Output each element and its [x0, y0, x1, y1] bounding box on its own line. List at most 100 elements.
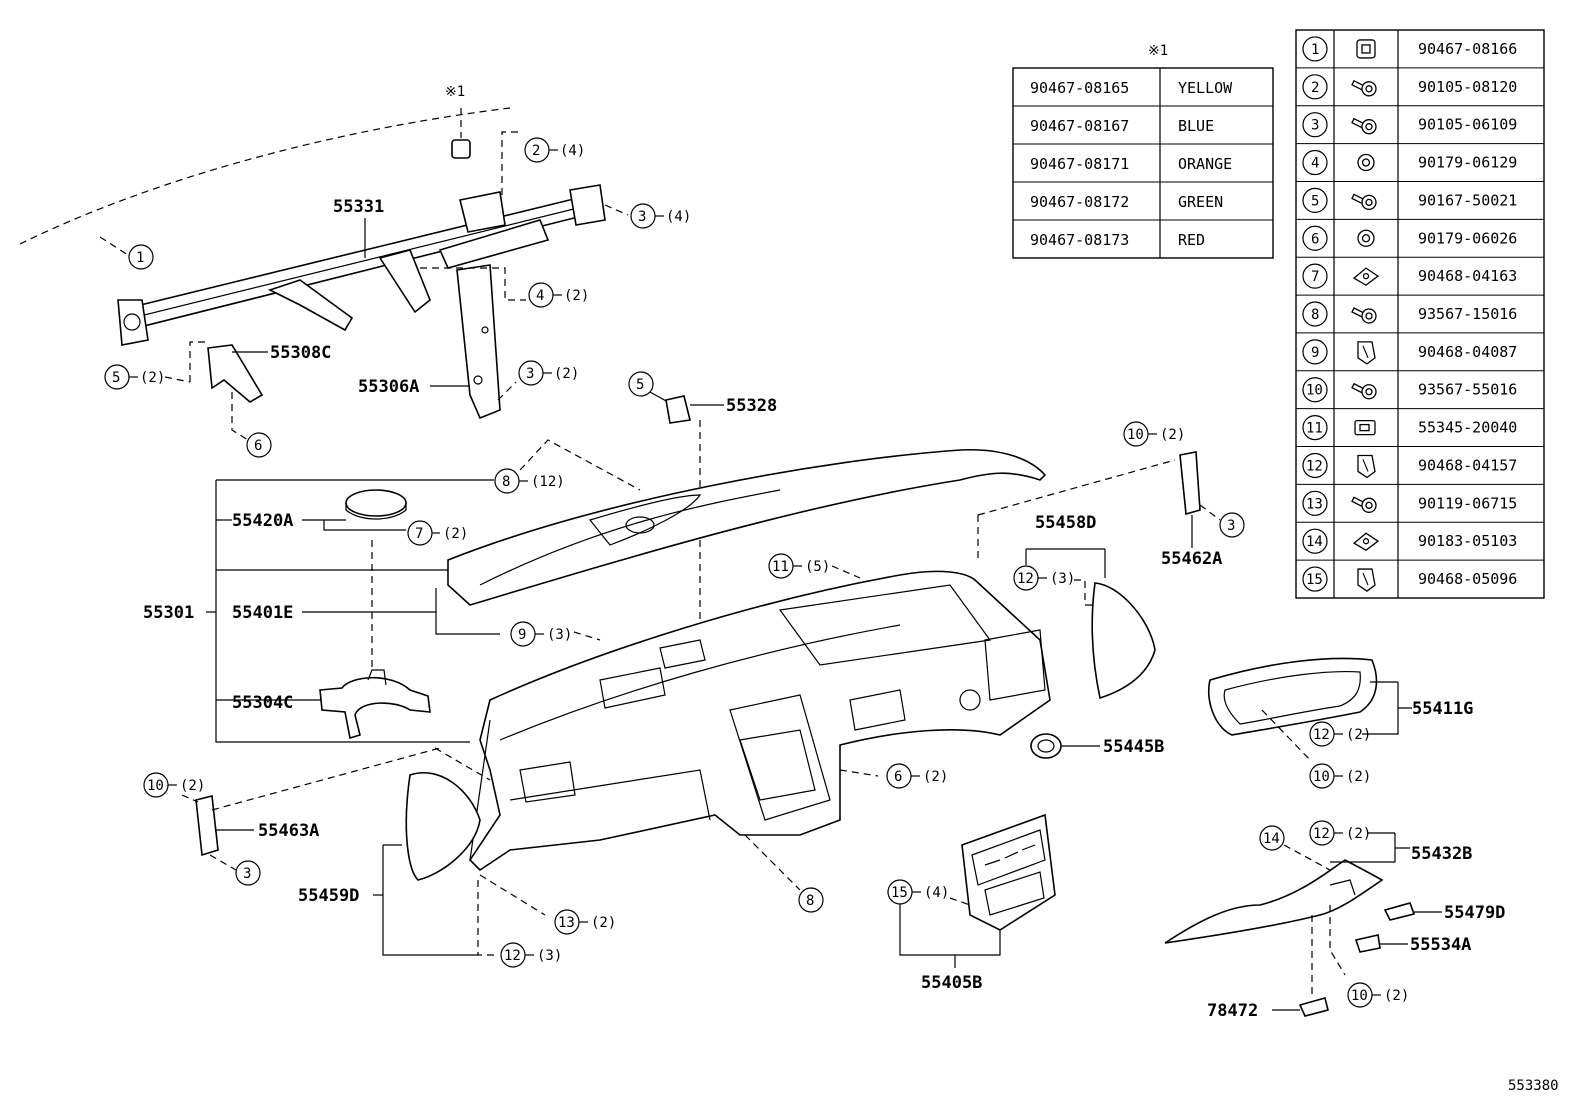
- color-table-part: 90467-08173: [1030, 231, 1129, 249]
- leader: [604, 204, 629, 216]
- color-table-color: BLUE: [1178, 117, 1214, 135]
- upper-panel-55401E: [447, 448, 1047, 606]
- svg-text:(2): (2): [1346, 826, 1371, 842]
- leader: [99, 236, 129, 256]
- bolt-icon: [1351, 307, 1377, 324]
- fastener-part: 90105-06109: [1418, 116, 1517, 134]
- windshield-line: [19, 107, 511, 245]
- fastener-num: 5: [1311, 193, 1319, 209]
- svg-text:14: 14: [1263, 831, 1280, 847]
- svg-text:(2): (2): [140, 370, 165, 386]
- leader: [501, 131, 522, 195]
- clip-square-icon: [451, 139, 471, 159]
- fastener-part: 90167-50021: [1418, 191, 1517, 209]
- callout-5b: [628, 371, 654, 397]
- part-label-55411G: 55411G: [1412, 699, 1473, 719]
- leader: [420, 267, 526, 301]
- bolt-icon: [1351, 193, 1377, 211]
- fastener-num: 12: [1306, 458, 1323, 474]
- bolt-icon: [1351, 79, 1377, 97]
- clip-55328: [665, 395, 691, 424]
- svg-text:9: 9: [518, 627, 526, 643]
- fastener-callout: [1302, 566, 1328, 592]
- part-label-55534A: 55534A: [1410, 935, 1471, 955]
- svg-text:10: 10: [1313, 769, 1330, 785]
- fastener-num: 10: [1306, 383, 1323, 399]
- fastener-num: 14: [1306, 534, 1323, 550]
- bolt-icon: [1351, 117, 1377, 135]
- fastener-part: 90179-06129: [1418, 154, 1517, 172]
- fastener-num: 4: [1311, 156, 1319, 172]
- group-bracket: [215, 479, 494, 743]
- clip-flat-icon: [1352, 267, 1380, 286]
- fastener-callout: [1302, 339, 1328, 365]
- callout-14: [1259, 825, 1285, 851]
- part-label-55420A: 55420A: [232, 511, 293, 531]
- callout-8b: [798, 887, 824, 913]
- fastener-part: 55345-20040: [1418, 419, 1517, 437]
- svg-text:13: 13: [558, 915, 575, 931]
- fastener-num: 6: [1311, 231, 1319, 247]
- bolt-icon: [1351, 382, 1377, 400]
- clip-fold-icon: [1357, 454, 1376, 479]
- fastener-num: 9: [1311, 345, 1319, 361]
- callout-3c: [235, 860, 261, 886]
- part-label-55401E: 55401E: [232, 603, 293, 623]
- svg-text:2: 2: [532, 143, 540, 159]
- svg-text:(2): (2): [1384, 988, 1409, 1004]
- clip-box-icon: [1354, 419, 1376, 436]
- clip-fold-icon: [1357, 568, 1376, 592]
- fastener-callout: [1302, 528, 1328, 554]
- part-label-55405B: 55405B: [921, 973, 982, 993]
- side-panel-55459D: [405, 772, 481, 881]
- fastener-part: 90467-08166: [1418, 40, 1517, 58]
- part-label-55328: 55328: [726, 396, 777, 416]
- clip-flat-icon: [1352, 532, 1380, 551]
- instrument-panel-main: [468, 570, 1051, 872]
- part-label-55432B: 55432B: [1411, 844, 1472, 864]
- fastener-part: 90183-05103: [1418, 532, 1517, 550]
- part-label-55331: 55331: [333, 197, 384, 217]
- svg-text:5: 5: [112, 370, 120, 386]
- svg-text:(4): (4): [666, 209, 691, 225]
- svg-text:10: 10: [1127, 427, 1144, 443]
- svg-text:12: 12: [1017, 571, 1034, 587]
- callout-1: [128, 244, 154, 270]
- svg-text:(4): (4): [560, 143, 585, 159]
- fastener-callout: [1302, 112, 1328, 138]
- leader: [649, 391, 669, 403]
- cover-55420A: [345, 489, 407, 517]
- side-panel-55458D: [1091, 582, 1156, 700]
- fastener-part: 90468-04163: [1418, 267, 1517, 285]
- fastener-table: 1 90467-08166 2 90105-08120 3 90105-06109 4 901…: [1295, 29, 1545, 599]
- fastener-callout: [1302, 301, 1328, 327]
- part-label-55458D: 55458D: [1035, 513, 1096, 533]
- part-label-55463A: 55463A: [258, 821, 319, 841]
- fastener-num: 3: [1311, 118, 1319, 134]
- fastener-callout: [1302, 74, 1328, 100]
- bracket-55462A: [1179, 451, 1201, 516]
- fastener-num: 1: [1311, 42, 1319, 58]
- cover-55534A: [1354, 934, 1381, 953]
- fastener-callout: [1302, 36, 1328, 62]
- part-label-55301: 55301: [143, 603, 194, 623]
- svg-text:6: 6: [254, 438, 262, 454]
- footer-code: 553380: [1508, 1078, 1559, 1094]
- note-mark-table-label: ※1: [1148, 43, 1168, 59]
- part-label-55479D: 55479D: [1444, 903, 1505, 923]
- color-table-part: 90467-08172: [1030, 193, 1129, 211]
- clip-square-icon: [1356, 39, 1376, 59]
- fastener-callout: [1302, 377, 1328, 403]
- fastener-num: 2: [1311, 80, 1319, 96]
- svg-text:3: 3: [243, 866, 251, 882]
- fastener-part: 90468-04087: [1418, 343, 1517, 361]
- svg-text:(2): (2): [554, 366, 579, 382]
- color-table-part: 90467-08171: [1030, 155, 1129, 173]
- svg-text:(3): (3): [537, 948, 562, 964]
- color-table-color: RED: [1178, 231, 1205, 249]
- part-label-55462A: 55462A: [1161, 549, 1222, 569]
- svg-text:8: 8: [806, 893, 814, 909]
- reinforcement-55331: [117, 184, 606, 420]
- fastener-part: 90105-08120: [1418, 78, 1517, 96]
- svg-text:12: 12: [504, 948, 521, 964]
